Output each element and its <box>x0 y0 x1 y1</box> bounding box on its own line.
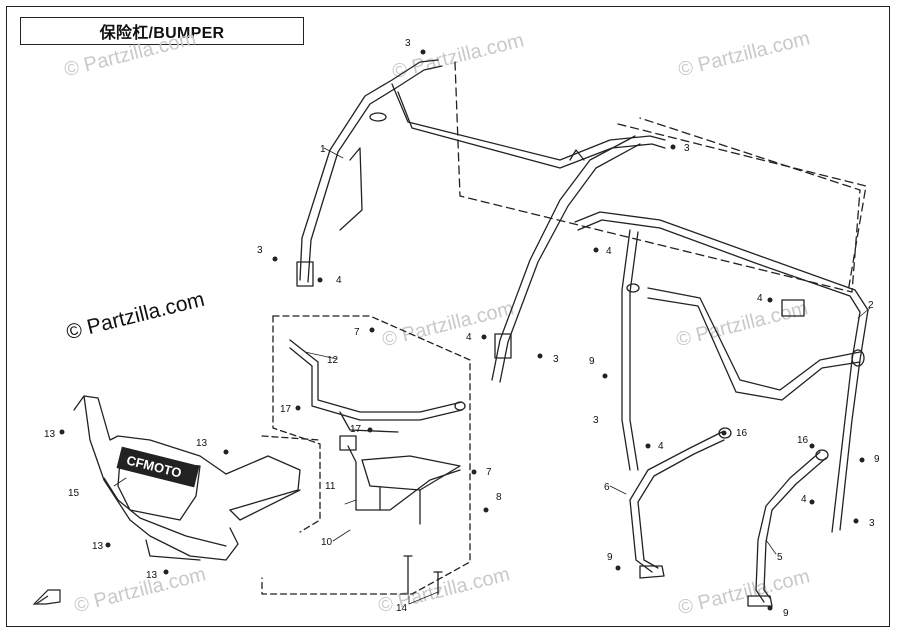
callout-label: 9 <box>783 608 789 619</box>
support-bar-6 <box>629 427 732 579</box>
callout-label: 7 <box>354 327 360 338</box>
callout-label: 13 <box>92 541 104 552</box>
callout-label: 3 <box>869 518 875 529</box>
callout-label: 17 <box>280 404 292 415</box>
roll-cage-front <box>296 59 666 383</box>
callout-label: 12 <box>327 355 339 366</box>
dashed-outline <box>261 435 321 441</box>
support-bar-5 <box>747 449 829 607</box>
callout-label: 1 <box>320 144 326 155</box>
callout-label: 16 <box>797 435 809 446</box>
callout-label: 4 <box>658 441 664 452</box>
callout-label: 3 <box>553 354 559 365</box>
callout-label: 16 <box>736 428 748 439</box>
callout-label: 4 <box>336 275 342 286</box>
callout-label: 9 <box>607 552 613 563</box>
bracket-11 <box>339 435 461 525</box>
callout-label: 17 <box>350 424 362 435</box>
diagram-frame <box>6 6 890 627</box>
dashed-outline <box>617 123 867 293</box>
bumper-15 <box>73 395 301 561</box>
fastener-dots <box>59 49 865 611</box>
callout-label: 10 <box>321 537 333 548</box>
callout-label: 4 <box>757 293 763 304</box>
bolt-14 <box>403 555 413 595</box>
diagram-title: 保险杠/BUMPER <box>20 17 304 45</box>
callout-label: 8 <box>496 492 502 503</box>
callout-label: 4 <box>801 494 807 505</box>
callout-label: 13 <box>146 570 158 581</box>
callout-label: 5 <box>777 552 783 563</box>
callout-label: 11 <box>325 481 336 492</box>
roll-cage-rear <box>574 211 869 533</box>
callout-label: 13 <box>44 429 56 440</box>
bolt-14 <box>433 571 443 595</box>
callout-numbers: 1 2 3 3 3 3 3 3 4 4 4 4 4 4 5 6 7 7 8 9 … <box>44 38 880 619</box>
dashed-outline <box>272 315 321 533</box>
front-direction-icon <box>32 589 61 605</box>
callout-label: 3 <box>593 415 599 426</box>
logo-plate: CFMOTO <box>116 446 200 488</box>
callout-label: 9 <box>589 356 595 367</box>
callout-label: 4 <box>466 332 472 343</box>
dashed-outline <box>454 61 861 293</box>
callout-label: 6 <box>604 482 610 493</box>
callout-label: 2 <box>868 300 874 311</box>
callout-label: 9 <box>874 454 880 465</box>
callout-label: 3 <box>684 143 690 154</box>
callout-label: 15 <box>68 488 80 499</box>
callout-label: 14 <box>396 603 408 614</box>
callout-label: 3 <box>257 245 263 256</box>
callout-label: 13 <box>196 438 208 449</box>
callout-label: 4 <box>606 246 612 257</box>
dashed-outline <box>261 315 471 595</box>
callout-label: 7 <box>486 467 492 478</box>
front-bar-12 <box>289 339 466 433</box>
callout-label: 3 <box>405 38 411 49</box>
